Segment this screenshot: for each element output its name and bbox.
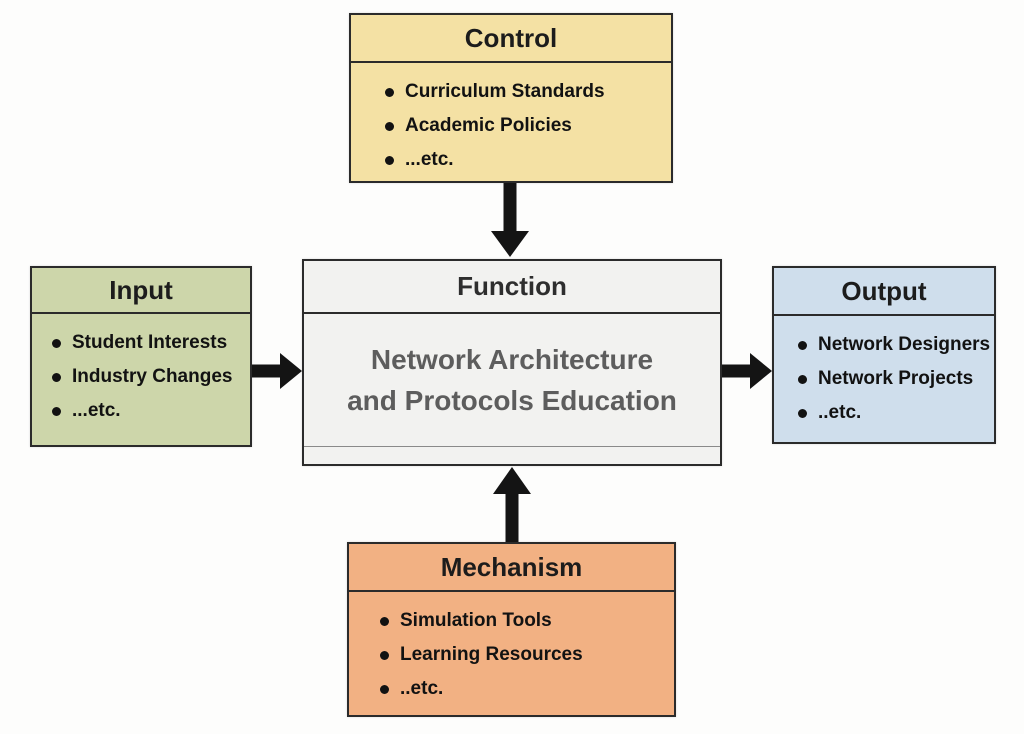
bullet-icon	[380, 616, 389, 626]
arrow-shaft	[722, 364, 752, 378]
input-box: Input Student Interests Industry Changes…	[30, 266, 252, 447]
mechanism-to-function-arrow	[493, 467, 531, 542]
arrow-right-icon	[750, 353, 772, 389]
control-to-function-arrow	[491, 183, 529, 257]
bullet-icon	[380, 684, 389, 694]
bullet-icon	[798, 340, 807, 350]
arrow-up-icon	[493, 467, 531, 494]
input-box-title: Input	[32, 268, 250, 314]
bullet-icon	[385, 121, 394, 131]
list-item-label: Student Interests	[72, 332, 228, 353]
function-body-line: and Protocols Education	[347, 384, 677, 416]
arrow-down-icon	[491, 231, 529, 257]
list-item-label: ...etc.	[405, 149, 454, 170]
function-to-output-arrow	[722, 353, 772, 389]
output-box-title: Output	[774, 268, 994, 316]
control-box-list: Curriculum Standards Academic Policies .…	[351, 63, 671, 177]
arrow-right-icon	[280, 353, 302, 389]
control-box-title: Control	[351, 15, 671, 63]
function-box-title: Function	[304, 261, 720, 314]
list-item-label: ...etc.	[72, 400, 121, 421]
function-box-footer-strip	[304, 446, 720, 464]
mechanism-box-title: Mechanism	[349, 544, 674, 592]
list-item: Student Interests	[52, 326, 242, 360]
list-item: ..etc.	[380, 672, 666, 706]
output-box: Output Network Designers Network Project…	[772, 266, 996, 444]
bullet-icon	[798, 408, 807, 418]
list-item: Network Projects	[798, 362, 986, 396]
list-item: Network Designers	[798, 328, 990, 362]
bullet-icon	[798, 374, 807, 384]
list-item-label: Simulation Tools	[400, 610, 552, 631]
list-item: Industry Changes	[52, 360, 242, 394]
list-item: ...etc.	[385, 143, 663, 177]
list-item-label: Network Projects	[818, 368, 974, 389]
list-item: ...etc.	[52, 394, 242, 428]
function-box-body: Network Architecture and Protocols Educa…	[304, 314, 720, 445]
list-item: Curriculum Standards	[385, 75, 663, 109]
mechanism-box: Mechanism Simulation Tools Learning Reso…	[347, 542, 676, 717]
bullet-icon	[385, 87, 394, 97]
bullet-icon	[52, 338, 61, 348]
bullet-icon	[52, 406, 61, 416]
list-item-label: ..etc.	[400, 678, 444, 699]
bullet-icon	[385, 155, 394, 165]
function-box: Function Network Architecture and Protoc…	[302, 259, 722, 466]
arrow-shaft	[503, 183, 517, 233]
list-item: Academic Policies	[385, 109, 663, 143]
arrow-shaft	[505, 492, 519, 542]
input-box-list: Student Interests Industry Changes ...et…	[32, 314, 250, 428]
output-box-list: Network Designers Network Projects ..etc…	[774, 316, 994, 430]
control-box: Control Curriculum Standards Academic Po…	[349, 13, 673, 183]
list-item-label: Industry Changes	[72, 366, 233, 387]
bullet-icon	[52, 372, 61, 382]
arrow-shaft	[252, 364, 282, 378]
mechanism-box-list: Simulation Tools Learning Resources ..et…	[349, 592, 674, 706]
list-item-label: Academic Policies	[405, 115, 572, 136]
list-item: Simulation Tools	[380, 604, 666, 638]
input-to-function-arrow	[252, 353, 302, 389]
list-item: ..etc.	[798, 396, 986, 430]
list-item-label: ..etc.	[818, 402, 862, 423]
function-body-line: Network Architecture	[370, 343, 654, 375]
list-item-label: Network Designers	[818, 334, 991, 355]
list-item-label: Curriculum Standards	[405, 81, 605, 102]
bullet-icon	[380, 650, 389, 660]
list-item: Learning Resources	[380, 638, 666, 672]
list-item-label: Learning Resources	[400, 644, 583, 665]
